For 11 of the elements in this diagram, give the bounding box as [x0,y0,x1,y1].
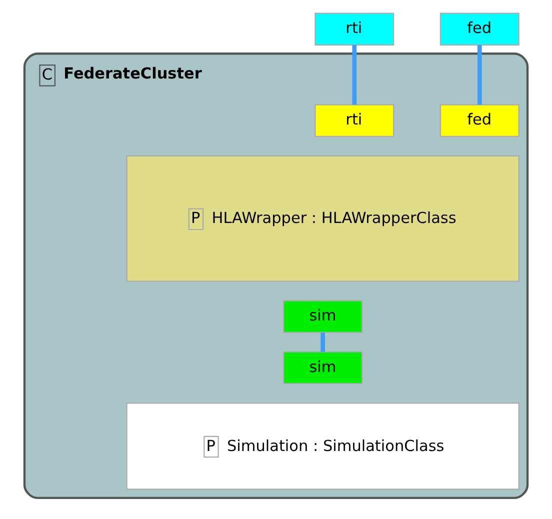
node-box: rti [314,104,394,136]
node-box: rti [314,12,394,45]
node-box: fed [440,104,520,136]
connector [352,44,357,104]
node-box: sim [283,350,363,384]
node-box: P HLAWrapper : HLAWrapperClass [126,154,520,282]
connector [477,44,482,104]
node-box: sim [283,300,363,332]
node-box: fed [440,12,520,45]
node-box: P Simulation : SimulationClass [126,402,520,490]
connector [320,332,325,352]
